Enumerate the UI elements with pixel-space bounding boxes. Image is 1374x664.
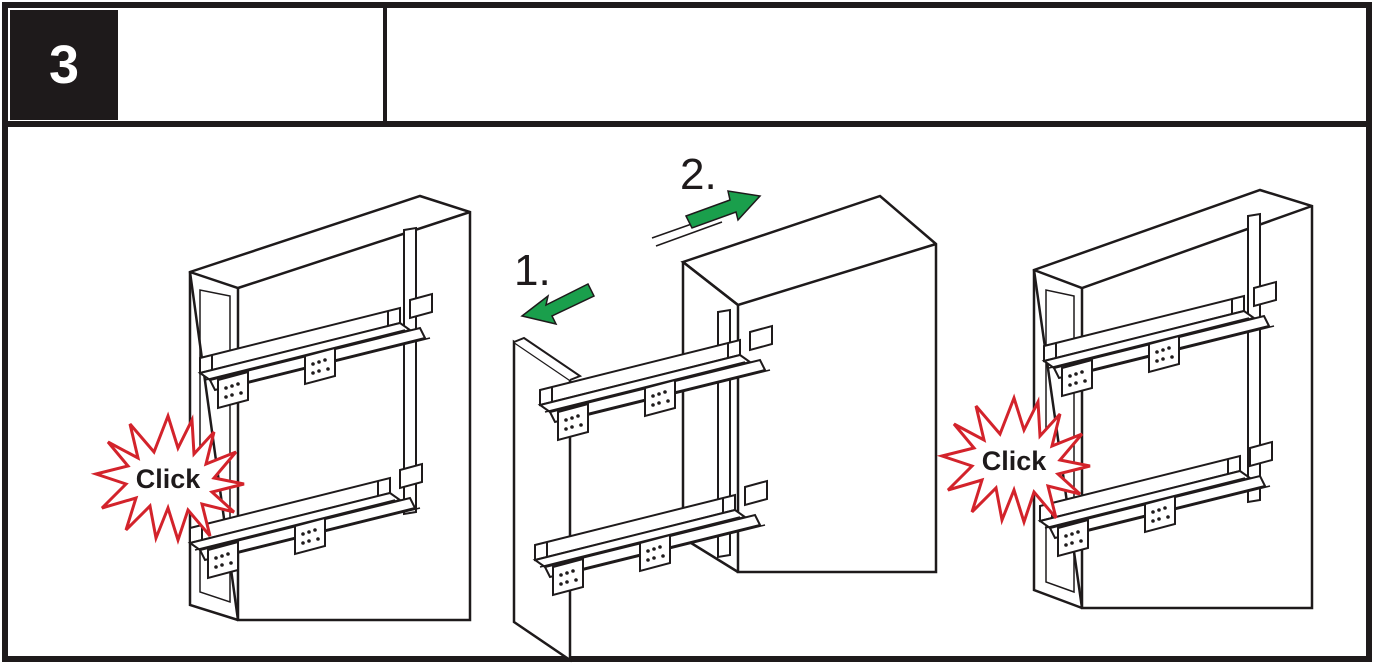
step-1-label: 1.	[514, 246, 551, 295]
cabinet-before	[188, 194, 472, 622]
cabinet-after	[1032, 188, 1314, 610]
click-callout-text: Click	[136, 464, 202, 494]
click-burst-icon: Click	[90, 411, 245, 545]
arrow-right-icon	[651, 190, 762, 247]
click-callout-text: Click	[982, 446, 1048, 476]
step-2-label: 2.	[680, 150, 717, 199]
click-burst-icon: Click	[936, 393, 1091, 527]
step-number: 3	[48, 35, 80, 95]
step-number-badge: 3	[10, 10, 118, 120]
arrow-left-icon	[520, 282, 596, 326]
